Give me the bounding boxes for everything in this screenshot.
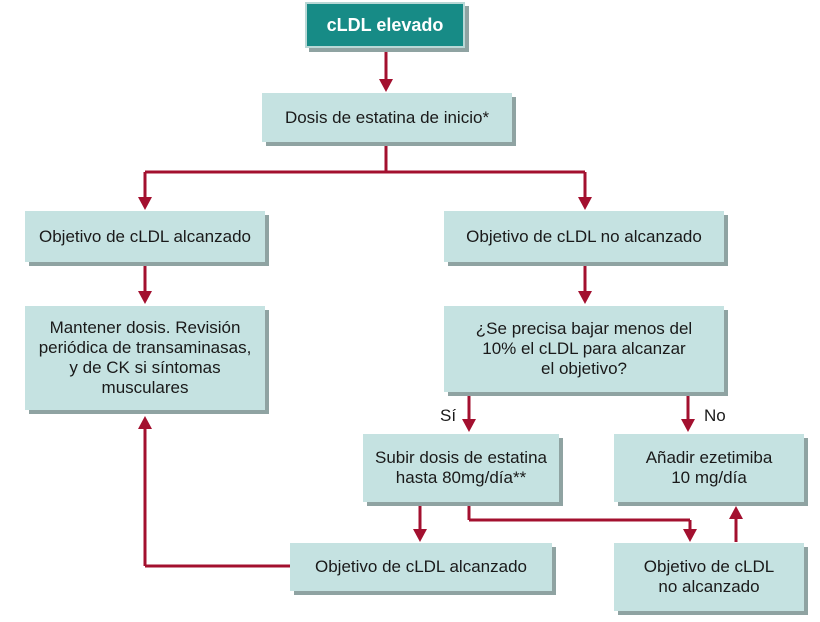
question-node: ¿Se precisa bajar menos del 10% el cLDL … — [444, 306, 724, 392]
goal-reached-left-node: Objetivo de cLDL alcanzado — [25, 211, 265, 262]
start-node: cLDL elevado — [305, 2, 465, 48]
no-label: No — [704, 406, 726, 425]
goal-reached-bottom-node: Objetivo de cLDL alcanzado — [290, 543, 552, 591]
goal-not-reached-bottom-node: Objetivo de cLDL no alcanzado — [614, 543, 804, 611]
initial-dose-node: Dosis de estatina de inicio* — [262, 93, 512, 142]
increase-dose-node: Subir dosis de estatina hasta 80mg/día** — [363, 434, 559, 502]
yes-label: Sí — [440, 406, 457, 425]
add-ezetimibe-node: Añadir ezetimiba 10 mg/día — [614, 434, 804, 502]
maintain-node: Mantener dosis. Revisión periódica de tr… — [25, 306, 265, 410]
goal-not-reached-node: Objetivo de cLDL no alcanzado — [444, 211, 724, 262]
